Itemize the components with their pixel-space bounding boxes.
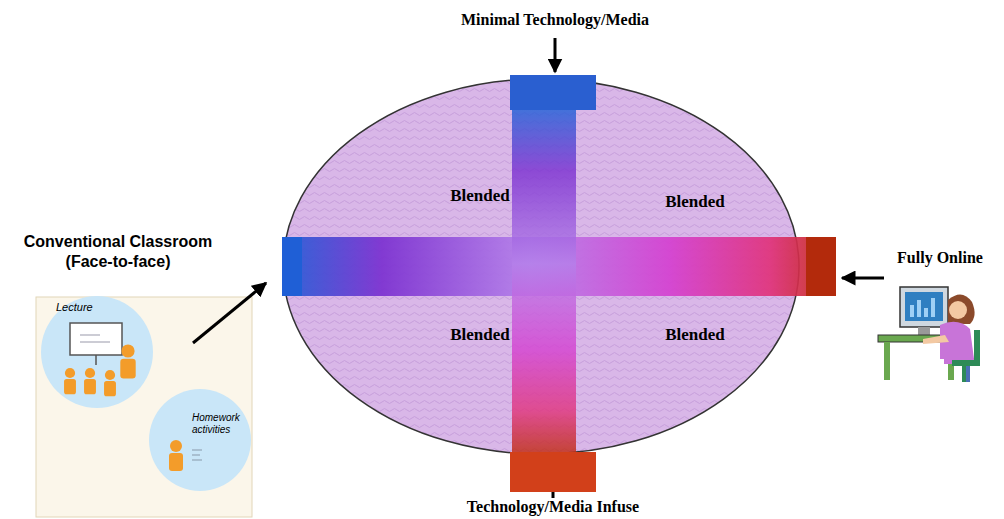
online-learner-icon: [878, 287, 980, 382]
pointer-arrow: [193, 283, 266, 343]
shape-outline: [148, 388, 252, 492]
quadrant-label: Blended: [665, 192, 725, 212]
blended-ellipse: BlendedBlendedBlendedBlended: [282, 78, 800, 455]
quadrant-label: Blended: [450, 325, 510, 345]
quadrant-label: Blended: [450, 186, 510, 206]
shape-outline: [282, 78, 800, 455]
illustration-panel: [36, 297, 252, 517]
quadrant-label: Blended: [665, 325, 725, 345]
circle-caption: Homework activities: [192, 412, 244, 435]
axis-label: Minimal Technology/Media: [461, 10, 649, 30]
pointer-arrow: [554, 38, 557, 72]
homework-circle: Homework activities: [148, 388, 252, 492]
pointer-arrow: [842, 277, 884, 280]
pole-label: Conventional Classroom (Face-to-face): [8, 232, 228, 272]
lecture-circle: Lecture: [40, 295, 154, 409]
pole-label: Fully Online: [897, 248, 983, 268]
axis-label: Technology/Media Infuse: [467, 497, 639, 517]
circle-caption: Lecture: [56, 301, 93, 313]
